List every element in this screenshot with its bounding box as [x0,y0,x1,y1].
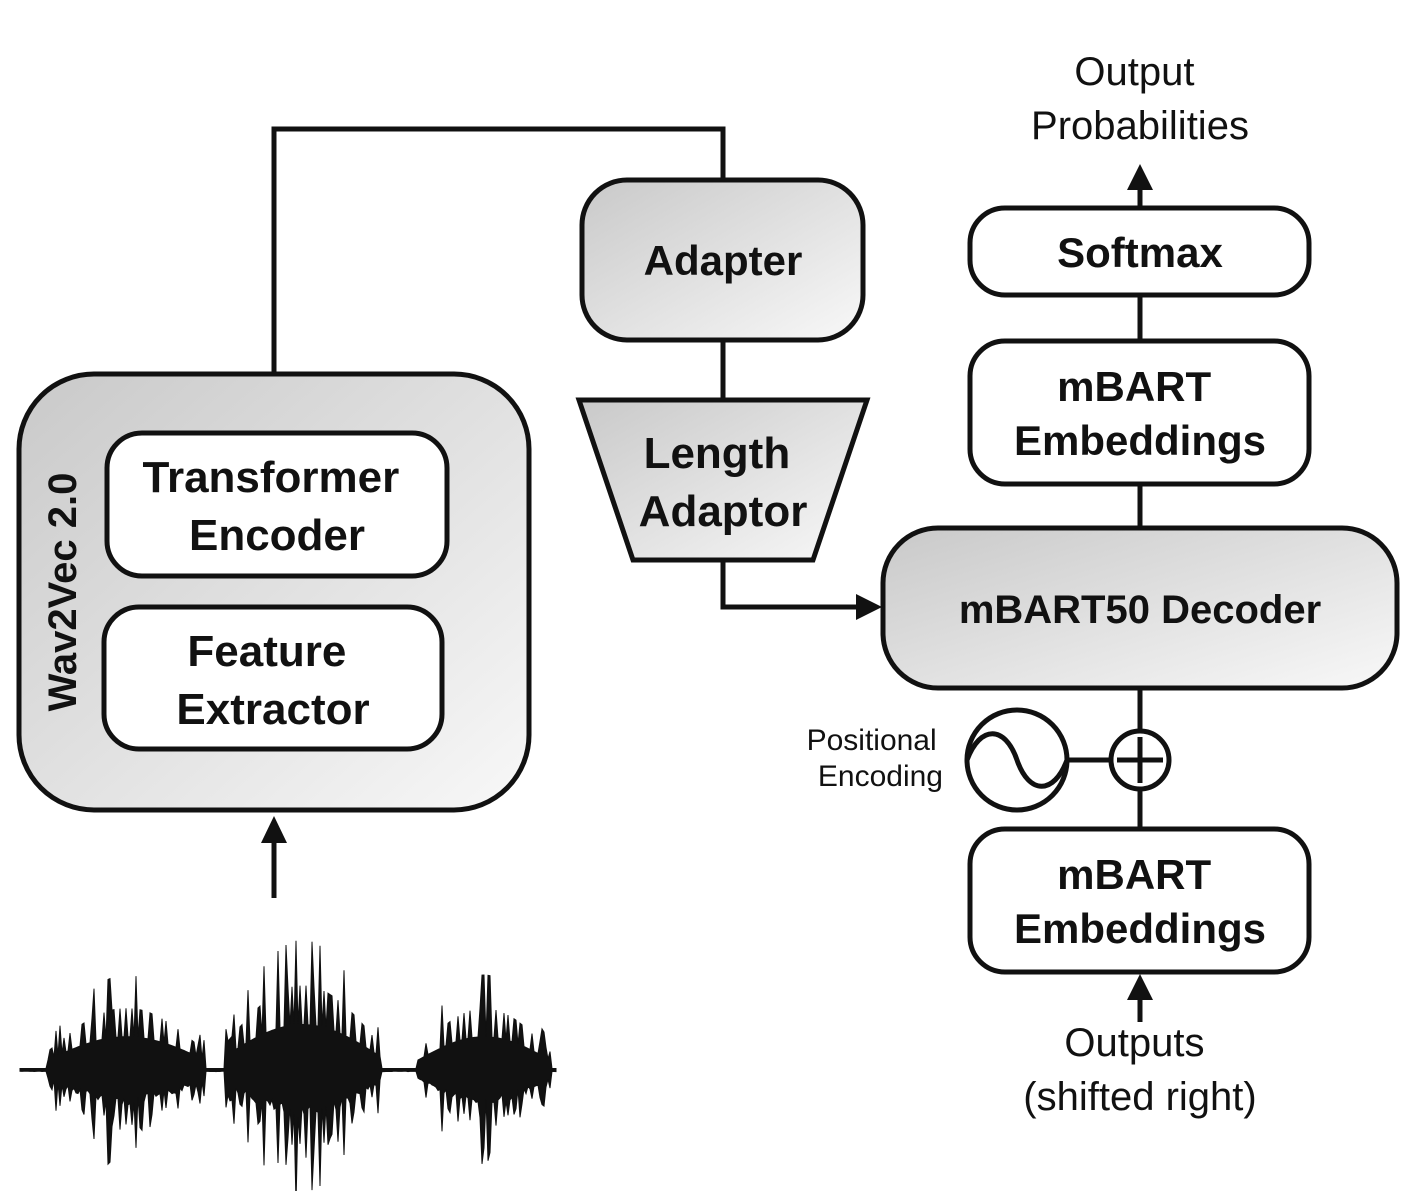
length-to-decoder-arrow [720,560,862,610]
sine-wave-icon [964,731,1070,789]
softmax-box [967,205,1312,298]
waveform-signal [19,940,557,1191]
embeddings-bottom-box [967,826,1312,975]
embeddings-top-label: mBART Embeddings [1014,363,1266,464]
feature-extractor-label: Feature Extractor [176,627,369,734]
transformer-encoder-label: Transformer Encoder [143,453,412,560]
waveform-to-wav2vec-arrowhead [261,816,287,843]
adapter-label: Adapter [644,237,803,284]
skip-connection-line [271,126,726,372]
softmax-label: Softmax [1057,229,1223,276]
embeddings-bottom-label: mBART Embeddings [1014,851,1266,952]
decoder-box [880,525,1400,691]
output-probabilities-label: Output Probabilities [1031,50,1249,148]
length-to-decoder-arrowhead [856,594,882,620]
outputs-to-embeddings-arrowhead [1127,974,1153,1000]
adapter-box [579,177,866,343]
embeddings-top-box [967,338,1312,487]
transformer-encoder-box [104,430,450,579]
feature-extractor-box [101,604,445,752]
positional-encoding-label: Positional Encoding [807,724,945,793]
outputs-label: Outputs (shifted right) [1023,1021,1256,1119]
wav2vec-label: Wav2Vec 2.0 [41,473,85,712]
length-adaptor-label: Length Adaptor [639,429,808,536]
audio-waveform-icon [19,940,557,1191]
length-adaptor-box [575,397,871,563]
softmax-to-output-arrowhead [1127,164,1153,190]
decoder-label: mBART50 Decoder [959,588,1321,632]
